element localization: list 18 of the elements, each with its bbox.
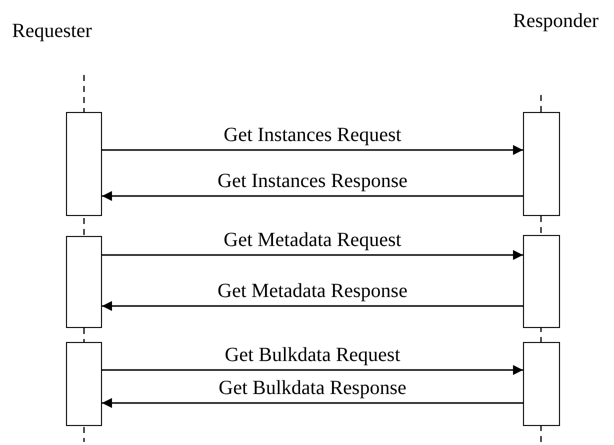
message-arrow <box>102 301 523 311</box>
participant-label: Responder <box>513 10 599 32</box>
message-arrow <box>102 145 523 155</box>
activation-bar <box>523 235 560 328</box>
message-arrow <box>102 191 523 201</box>
message-arrow <box>102 398 523 408</box>
message-arrow <box>102 365 523 375</box>
message-label: Get Bulkdata Response <box>216 377 408 399</box>
message-label: Get Metadata Request <box>222 229 404 251</box>
activation-bar <box>523 112 560 216</box>
participant-label: Requester <box>12 20 92 42</box>
message-label: Get Bulkdata Request <box>222 344 402 366</box>
activation-bar <box>66 112 102 216</box>
activation-bar <box>66 342 102 426</box>
activation-bar <box>66 236 102 328</box>
message-arrow <box>102 250 523 260</box>
message-label: Get Metadata Response <box>216 280 410 302</box>
activation-bar <box>523 342 560 426</box>
